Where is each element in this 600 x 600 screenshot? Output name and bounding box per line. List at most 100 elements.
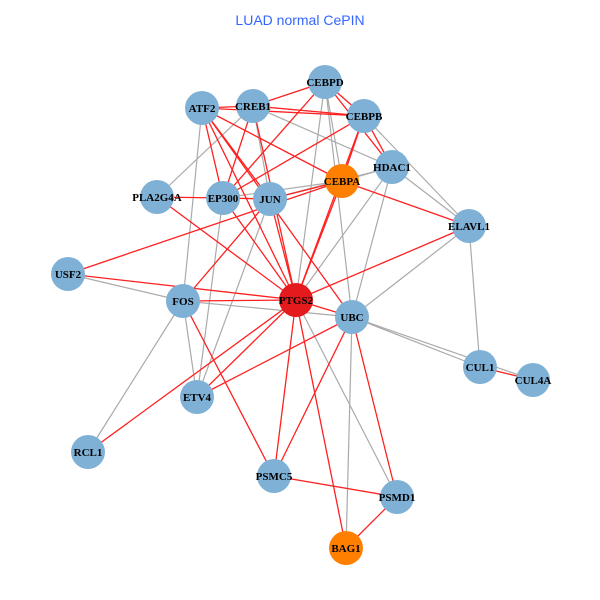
- node-circle: [185, 91, 219, 125]
- edge-ETV4-JUN: [196, 198, 271, 398]
- edge-PTGS2-JUN: [269, 198, 297, 301]
- edge-PTGS2-FOS: [182, 299, 297, 302]
- edge-PTGS2-ETV4: [196, 299, 297, 398]
- edge-PTGS2-PLA2G4A: [156, 196, 297, 301]
- node-circle: [375, 150, 409, 184]
- node-label: ETV4: [183, 392, 212, 404]
- edge-PLA2G4A-CREB1: [156, 105, 254, 198]
- edge-FOS-JUN: [182, 198, 271, 302]
- node-circle: [463, 350, 497, 384]
- edge-FOS-PSMC5: [182, 300, 275, 477]
- edge-FOS-ATF2: [182, 107, 203, 302]
- edge-CEBPB-ELAVL1: [363, 115, 470, 227]
- node-label: JUN: [259, 194, 280, 206]
- edge-UBC-CUL4A: [351, 316, 534, 381]
- node-ptgs2[interactable]: PTGS2: [279, 283, 314, 317]
- node-cebpd[interactable]: CEBPD: [306, 65, 344, 99]
- node-atf2[interactable]: ATF2: [185, 91, 219, 125]
- node-creb1[interactable]: CREB1: [235, 89, 271, 123]
- edge-FOS-UBC: [182, 300, 353, 318]
- edge-PTGS2-RCL1: [87, 299, 297, 453]
- node-label: CUL1: [466, 362, 495, 374]
- edge-UBC-PSMD1: [351, 316, 398, 498]
- node-psmc5[interactable]: PSMC5: [256, 459, 293, 493]
- node-cul1[interactable]: CUL1: [463, 350, 497, 384]
- node-elavl1[interactable]: ELAVL1: [448, 209, 490, 243]
- node-circle: [325, 164, 359, 198]
- edge-ATF2-CEBPA: [201, 107, 343, 182]
- node-label: CUL4A: [515, 375, 552, 387]
- edge-CUL1-ELAVL1: [468, 225, 481, 368]
- edge-UBC-PSMC5: [273, 316, 353, 477]
- edge-PSMC5-PSMD1: [273, 475, 398, 498]
- edge-ATF2-JUN: [201, 107, 271, 200]
- node-hdac1[interactable]: HDAC1: [373, 150, 411, 184]
- edge-UBC-BAG1: [345, 316, 353, 549]
- node-circle: [180, 380, 214, 414]
- edge-PTGS2-BAG1: [295, 299, 347, 549]
- node-usf2[interactable]: USF2: [51, 257, 85, 291]
- edge-UBC-CUL1: [351, 316, 481, 368]
- node-circle: [257, 459, 291, 493]
- node-label: USF2: [55, 269, 82, 281]
- node-label: HDAC1: [373, 162, 411, 174]
- node-circle: [166, 284, 200, 318]
- edge-PTGS2-CEBPA: [295, 180, 343, 301]
- node-label: PLA2G4A: [132, 192, 182, 204]
- node-label: RCL1: [74, 447, 103, 459]
- node-label: CREB1: [235, 101, 271, 113]
- edge-CEBPA-ELAVL1: [341, 180, 470, 227]
- edge-ETV4-EP300: [196, 197, 224, 398]
- node-label: PSMD1: [379, 492, 416, 504]
- node-bag1[interactable]: BAG1: [329, 531, 363, 565]
- node-cul4a[interactable]: CUL4A: [515, 363, 552, 397]
- node-label: CEBPD: [306, 77, 343, 89]
- node-circle: [140, 180, 174, 214]
- node-psmd1[interactable]: PSMD1: [379, 480, 416, 514]
- node-circle: [253, 182, 287, 216]
- node-circle: [51, 257, 85, 291]
- node-circle: [308, 65, 342, 99]
- node-circle: [452, 209, 486, 243]
- node-etv4[interactable]: ETV4: [180, 380, 214, 414]
- node-label: ELAVL1: [448, 221, 490, 233]
- node-ep300[interactable]: EP300: [206, 181, 240, 215]
- node-circle: [329, 531, 363, 565]
- edge-USF2-CEBPA: [67, 180, 343, 275]
- edge-ATF2-CEBPB: [201, 107, 365, 117]
- node-label: PSMC5: [256, 471, 293, 483]
- edge-CEBPD-PTGS2: [295, 81, 326, 301]
- node-rcl1[interactable]: RCL1: [71, 435, 105, 469]
- node-ubc[interactable]: UBC: [335, 300, 369, 334]
- edge-CEBPD-EP300: [222, 81, 326, 199]
- node-fos[interactable]: FOS: [166, 284, 200, 318]
- edge-PTGS2-PSMC5: [273, 299, 297, 477]
- node-circle: [206, 181, 240, 215]
- node-circle: [279, 283, 313, 317]
- node-cebpb[interactable]: CEBPB: [346, 99, 383, 133]
- node-label: BAG1: [331, 543, 360, 555]
- node-pla2g4a[interactable]: PLA2G4A: [132, 180, 182, 214]
- edge-PTGS2-ELAVL1: [295, 225, 470, 301]
- edge-FOS-RCL1: [87, 300, 184, 453]
- edge-UBC-ETV4: [196, 316, 353, 398]
- node-label: CEBPA: [324, 176, 361, 188]
- edge-CREB1-CEBPB: [252, 105, 365, 117]
- node-label: UBC: [340, 312, 363, 324]
- node-circle: [71, 435, 105, 469]
- node-label: PTGS2: [279, 295, 314, 307]
- node-cebpa[interactable]: CEBPA: [324, 164, 361, 198]
- edge-UBC-ELAVL1: [351, 225, 470, 318]
- edge-CEBPB-EP300: [222, 115, 365, 199]
- node-label: CEBPB: [346, 111, 383, 123]
- edge-UBC-HDAC1: [351, 166, 393, 318]
- edge-HDAC1-PTGS2: [295, 166, 393, 301]
- edge-CREB1-HDAC1: [252, 105, 393, 168]
- diagram-title: LUAD normal CePIN: [235, 12, 365, 28]
- node-jun[interactable]: JUN: [253, 182, 287, 216]
- node-label: ATF2: [189, 103, 216, 115]
- node-label: FOS: [172, 296, 193, 308]
- node-circle: [516, 363, 550, 397]
